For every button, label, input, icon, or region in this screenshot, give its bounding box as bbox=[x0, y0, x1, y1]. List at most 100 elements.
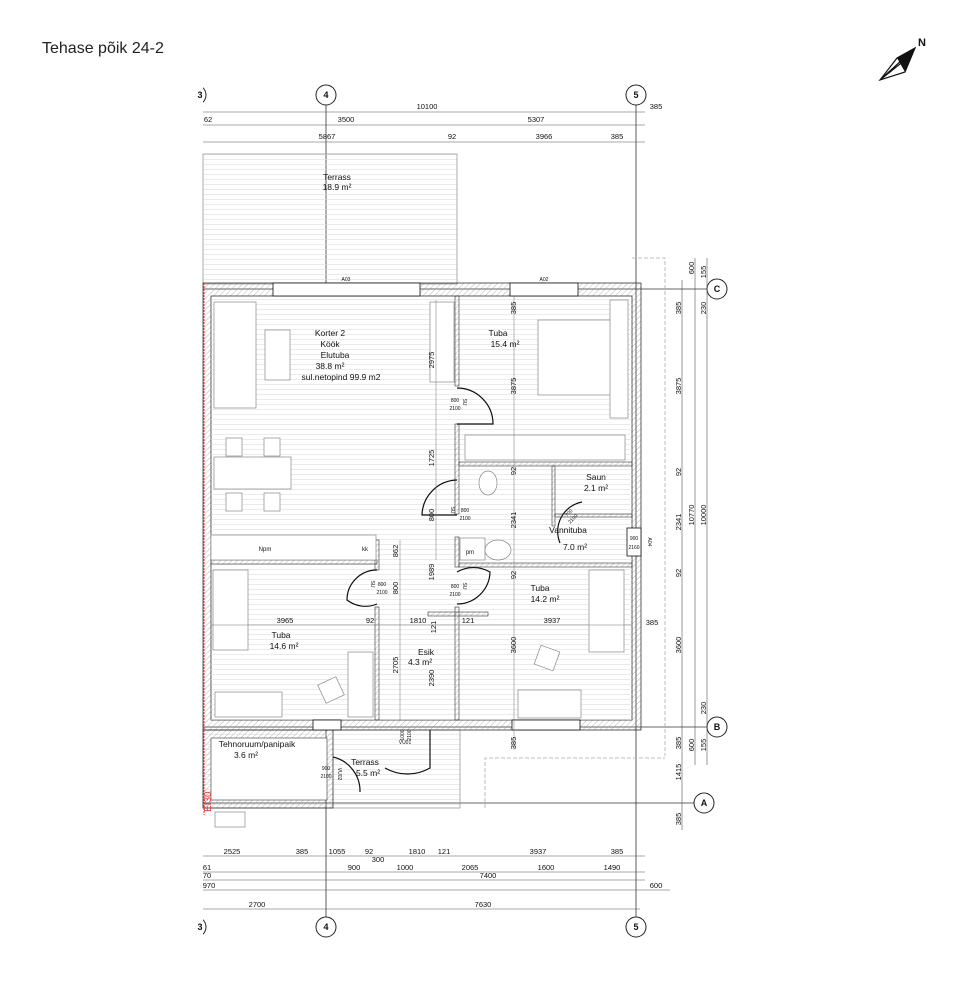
door-type: SU bbox=[461, 583, 467, 590]
dim-label: 2975 bbox=[427, 352, 436, 369]
dim-label: 385 bbox=[509, 302, 518, 315]
dim-label: 1055 bbox=[329, 847, 346, 856]
door-height: 2100 bbox=[449, 592, 460, 598]
door-height: 2100 bbox=[376, 590, 387, 596]
dim-label: 92 bbox=[509, 571, 518, 579]
dim-label: 70 bbox=[203, 871, 211, 880]
dim-label: 862 bbox=[391, 545, 400, 558]
dim-label: 121 bbox=[429, 621, 438, 634]
room-name: Tuba bbox=[271, 630, 290, 640]
dim-label: 10100 bbox=[417, 102, 438, 111]
dim-label: 61 bbox=[203, 863, 211, 872]
dim-label: 92 bbox=[674, 569, 683, 577]
dim-label: 3937 bbox=[544, 616, 561, 625]
dim-label: 92 bbox=[365, 847, 373, 856]
dim-label: 3966 bbox=[536, 132, 553, 141]
room-area: 4.3 m² bbox=[408, 657, 432, 667]
door-height: 2100 bbox=[449, 406, 460, 412]
grid-label-b: B bbox=[714, 722, 721, 732]
window-label-a04: A04 bbox=[646, 538, 652, 547]
room-name: Vannituba bbox=[549, 525, 587, 535]
dim-label: 800 bbox=[391, 582, 400, 595]
dim-label: 800 bbox=[427, 509, 436, 522]
door-width: 800 bbox=[451, 398, 460, 404]
wardrobe-2 bbox=[464, 434, 626, 461]
dim-label: 5867 bbox=[319, 132, 336, 141]
dim-label: 7630 bbox=[475, 900, 492, 909]
fixture-label-dishwasher: Npm bbox=[259, 547, 272, 553]
door-width: 700 bbox=[564, 508, 574, 518]
window-label-a03: A03 bbox=[342, 277, 351, 283]
dim-label: 2341 bbox=[509, 512, 518, 529]
dim-label: 600 bbox=[650, 881, 663, 890]
dimension-lines-top bbox=[203, 111, 645, 143]
room-name: Tehnoruum/panipaik bbox=[219, 739, 296, 749]
dining-table bbox=[213, 456, 292, 490]
dim-label: 1600 bbox=[538, 863, 555, 872]
room-area: 15.4 m² bbox=[491, 339, 520, 349]
grid-label-5: 5 bbox=[633, 922, 638, 932]
door-type: SU bbox=[449, 507, 455, 514]
dim-label: 2341 bbox=[674, 514, 683, 531]
dim-label: 385 bbox=[509, 737, 518, 750]
dim-label: 3875 bbox=[509, 378, 518, 395]
dim-label: 92 bbox=[674, 468, 683, 476]
furniture bbox=[210, 299, 629, 828]
door-type: VU01 bbox=[399, 740, 412, 746]
room-area: 14.6 m² bbox=[270, 641, 299, 651]
door-width: 800 bbox=[461, 508, 470, 514]
dim-label: 900 bbox=[348, 863, 361, 872]
door-height: 2100 bbox=[459, 516, 470, 522]
apartment-name: Korter 2 bbox=[315, 328, 346, 338]
door-width: 1000 bbox=[400, 729, 406, 740]
grid-label-a: A bbox=[701, 798, 708, 808]
dim-label: 155 bbox=[699, 266, 708, 279]
dim-label: 5307 bbox=[528, 115, 545, 124]
dim-label: 155 bbox=[699, 739, 708, 752]
dim-label: 385 bbox=[611, 132, 624, 141]
dim-label: 385 bbox=[674, 302, 683, 315]
room-name: Tuba bbox=[530, 583, 549, 593]
room-name: Elutuba bbox=[321, 350, 350, 360]
grid-marker-5-top bbox=[625, 84, 647, 106]
dim-label: 1810 bbox=[409, 847, 426, 856]
window-width: 900 bbox=[630, 536, 639, 542]
dim-label: 2065 bbox=[462, 863, 479, 872]
room-area: 14.2 m² bbox=[531, 594, 560, 604]
door-width: 800 bbox=[451, 584, 460, 590]
dim-label: 2525 bbox=[224, 847, 241, 856]
grid-marker-4-top bbox=[315, 84, 337, 106]
fixture-label-washer: pm bbox=[466, 550, 474, 556]
sofa bbox=[213, 301, 257, 409]
grid-marker-4-bottom bbox=[315, 916, 337, 938]
grid-label-4: 4 bbox=[323, 922, 328, 932]
dim-label: 385 bbox=[650, 102, 663, 111]
door-height: 2100 bbox=[320, 774, 331, 780]
dimension-lines-bottom bbox=[203, 855, 670, 910]
grid-label-c: C bbox=[714, 284, 721, 294]
dim-label: 2390 bbox=[427, 670, 436, 687]
dimension-lines-right bbox=[681, 258, 708, 830]
interior-walls bbox=[210, 295, 633, 721]
dim-label: 385 bbox=[674, 813, 683, 826]
dim-label: 230 bbox=[699, 702, 708, 715]
room-name: Terrass bbox=[323, 172, 351, 182]
room-area: 2.1 m² bbox=[584, 483, 608, 493]
dim-label: 3600 bbox=[674, 637, 683, 654]
net-area: sul.netopind 99.9 m2 bbox=[302, 372, 381, 382]
dim-label: 121 bbox=[462, 616, 475, 625]
dim-label: 600 bbox=[687, 262, 696, 275]
double-bed bbox=[537, 319, 619, 396]
door-type: VU02 bbox=[336, 768, 342, 781]
dim-label: 385 bbox=[646, 618, 659, 627]
window-height: 2160 bbox=[628, 545, 639, 551]
dim-label: 970 bbox=[203, 881, 216, 890]
room-area: 7.0 m² bbox=[563, 542, 587, 552]
dim-label: 10770 bbox=[687, 505, 696, 526]
dim-label: 3965 bbox=[277, 616, 294, 625]
dim-label: 1725 bbox=[427, 450, 436, 467]
dim-label: 2700 bbox=[249, 900, 266, 909]
dim-label: 385 bbox=[296, 847, 309, 856]
door-type: SU bbox=[461, 399, 467, 406]
